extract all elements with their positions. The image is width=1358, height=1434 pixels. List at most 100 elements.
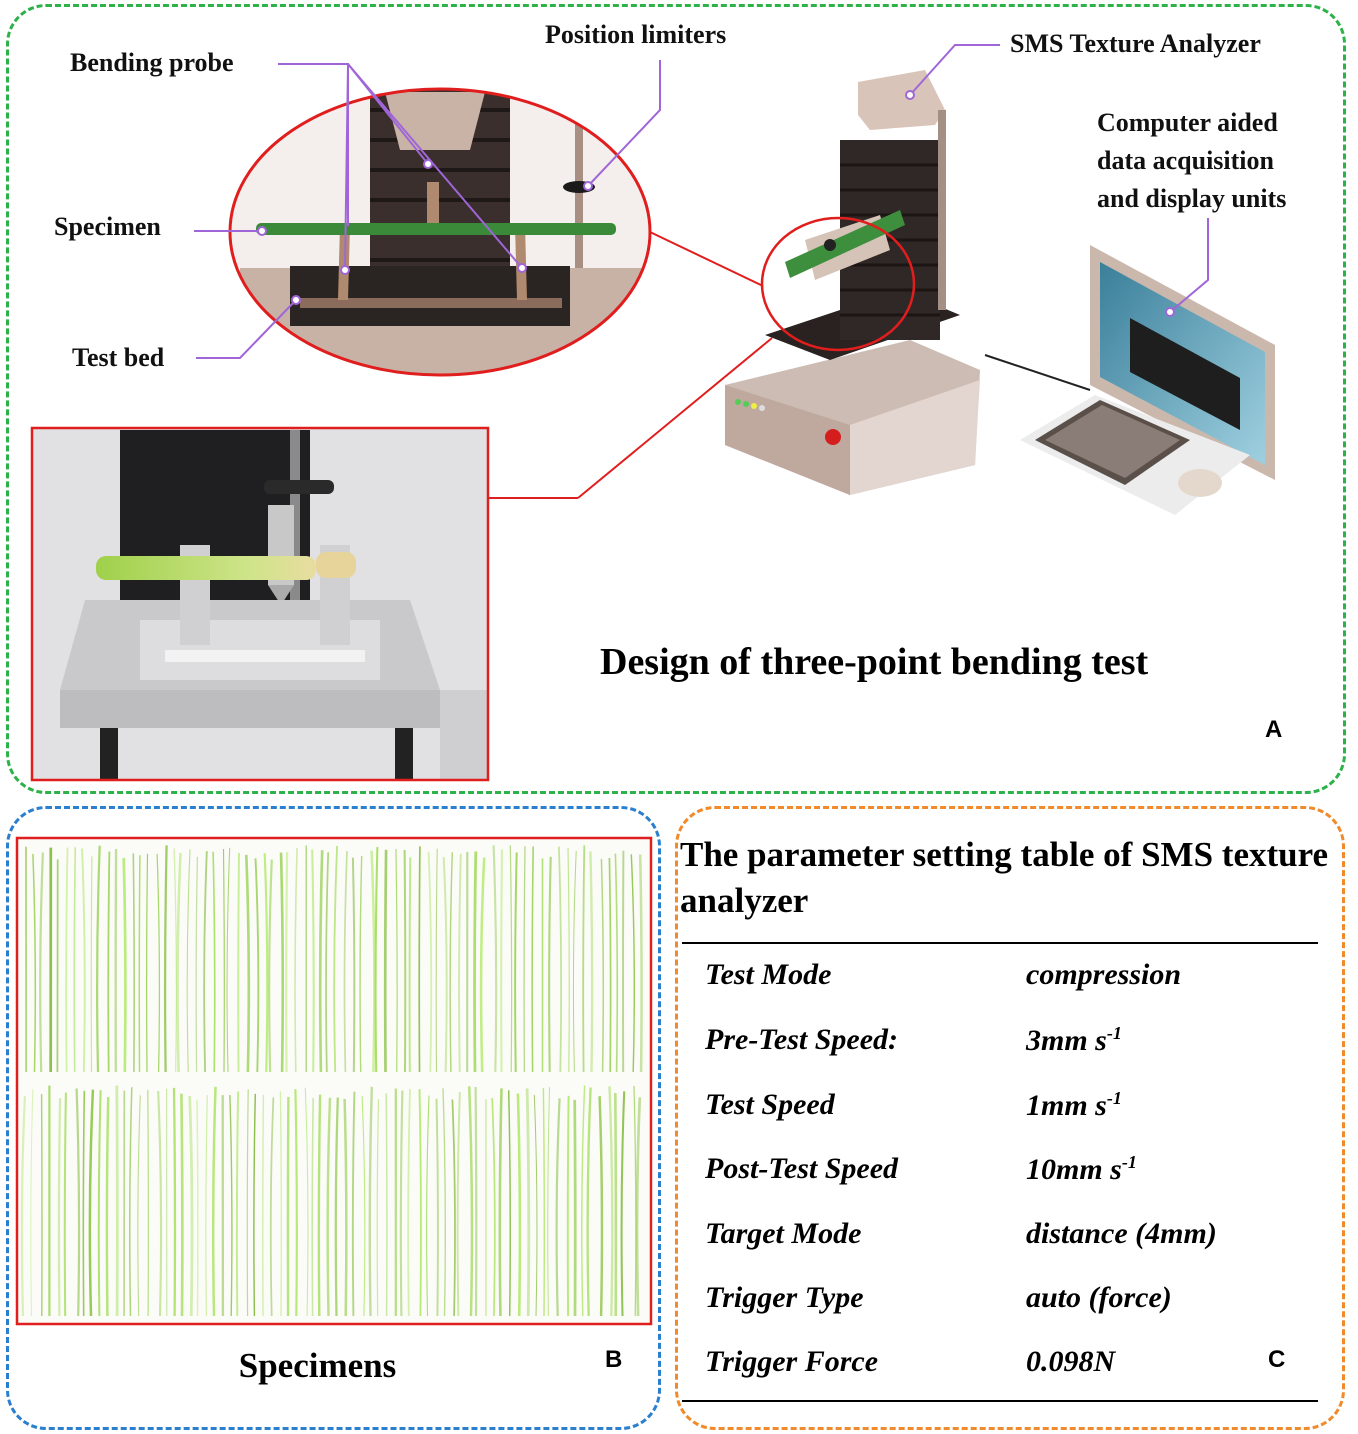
specimen-stem <box>435 848 438 1073</box>
specimen-stem <box>268 859 273 1073</box>
panel-c-letter: C <box>1268 1346 1286 1373</box>
texture-analyzer-machine <box>725 70 980 495</box>
param-value-text: 1mm s <box>1026 1089 1107 1122</box>
specimen-stem <box>82 1090 86 1317</box>
specimen-stem <box>188 1095 194 1317</box>
specimen-stem <box>285 851 289 1073</box>
param-value-exponent: -1 <box>1121 1152 1137 1172</box>
computer-label-line1: Computer aided <box>1097 108 1278 137</box>
specimen-stem <box>334 1097 339 1317</box>
specimen-stem <box>573 1099 577 1317</box>
param-name: Test Mode <box>705 958 832 991</box>
param-name: Pre-Test Speed: <box>705 1023 899 1056</box>
specimen-stem <box>473 851 478 1073</box>
specimen-stem <box>173 848 178 1073</box>
specimen-stem <box>304 1087 309 1317</box>
specimen-stem <box>399 1090 404 1317</box>
specimen-stem <box>39 852 45 1073</box>
specimen-stem <box>458 853 462 1073</box>
specimen-stem <box>205 1094 208 1317</box>
panel-b-title: Specimens <box>238 1346 397 1385</box>
specimen-stem <box>492 845 498 1073</box>
analyzer-label: SMS Texture Analyzer <box>1010 29 1261 58</box>
machine-highlight-circle <box>760 216 916 352</box>
specimen-stem <box>311 849 315 1073</box>
test-photo-inset <box>30 426 490 782</box>
specimen-stem <box>63 1092 67 1317</box>
specimen-stem <box>325 852 330 1073</box>
computer-label-line3: and display units <box>1097 184 1287 213</box>
specimen-stem <box>525 1088 531 1317</box>
specimen-stem <box>567 848 570 1073</box>
specimen-stem <box>311 1097 314 1317</box>
specimen-stem <box>57 1098 62 1317</box>
specimen-stem <box>542 1087 546 1317</box>
specimen-stem <box>212 851 216 1073</box>
param-value-exponent: -1 <box>1106 1023 1122 1043</box>
specimen-stem <box>343 851 348 1073</box>
panel-b-letter: B <box>605 1346 623 1373</box>
specimen-stem <box>374 846 379 1073</box>
panel-a-letter: A <box>1265 716 1283 743</box>
specimen-stem <box>566 1095 570 1317</box>
specimen-stem <box>186 849 191 1073</box>
specimen-stem <box>435 1098 439 1317</box>
specimen-stem <box>73 847 77 1073</box>
specimen-stem <box>589 851 594 1073</box>
specimen-stem <box>633 1086 637 1317</box>
specimen-stem <box>163 845 168 1073</box>
panel-c <box>675 806 1345 1430</box>
connector-line <box>649 231 764 287</box>
specimen-stem <box>90 856 93 1073</box>
specimen-stem <box>531 846 534 1073</box>
specimen-stem <box>115 1085 119 1317</box>
specimen-stem <box>146 853 149 1073</box>
param-name: Trigger Force <box>705 1345 879 1378</box>
specimen-stem <box>172 1087 177 1317</box>
param-value-text: 3mm s <box>1026 1024 1107 1057</box>
specimen-stem <box>598 1096 604 1317</box>
specimen-stem <box>253 1093 257 1317</box>
specimen-stem <box>317 1094 322 1317</box>
table-top-rule <box>682 942 1318 944</box>
param-value: 1mm s-1 <box>1026 1088 1122 1123</box>
specimen-stem <box>582 845 586 1073</box>
specimen-stem <box>523 846 526 1073</box>
specimen-stem <box>269 1097 275 1317</box>
specimen-stem <box>614 853 619 1073</box>
specimen-stem <box>156 853 161 1073</box>
specimen-stem <box>368 1086 374 1317</box>
param-value: 3mm s-1 <box>1026 1023 1122 1058</box>
computer-label-line2: data acquisition <box>1097 146 1274 175</box>
specimen-stem <box>630 854 636 1073</box>
specimen-stem <box>65 847 69 1073</box>
specimen-stem <box>509 845 513 1073</box>
specimen-stem <box>262 1094 265 1317</box>
specimen-stem <box>254 858 260 1073</box>
specimen-stem <box>32 853 37 1073</box>
specimen-stem <box>395 849 398 1073</box>
specimen-stem <box>456 1092 461 1317</box>
specimen-stem <box>359 855 363 1073</box>
specimen-stem <box>176 853 182 1073</box>
specimen-stem <box>128 1087 133 1317</box>
specimen-stem <box>326 1097 332 1317</box>
table-bottom-rule <box>682 1400 1318 1402</box>
specimen-stem <box>343 1098 348 1317</box>
specimen-stem <box>263 853 269 1073</box>
specimen-stem <box>614 1093 618 1317</box>
param-name: Target Mode <box>705 1217 862 1250</box>
param-value-exponent: -1 <box>1106 1088 1122 1108</box>
specimen-stem <box>555 1098 561 1317</box>
test-bed-label: Test bed <box>72 343 165 372</box>
specimen-stem <box>449 852 454 1073</box>
param-value-text: auto (force) <box>1026 1281 1172 1314</box>
position-limiters-label: Position limiters <box>545 20 727 49</box>
param-value: distance (4mm) <box>1026 1217 1217 1251</box>
specimen-stem <box>581 1085 586 1317</box>
specimen-stem <box>20 1096 26 1317</box>
param-name: Trigger Type <box>705 1281 864 1314</box>
specimen-stem <box>195 856 199 1073</box>
specimen-stem <box>137 1095 141 1317</box>
